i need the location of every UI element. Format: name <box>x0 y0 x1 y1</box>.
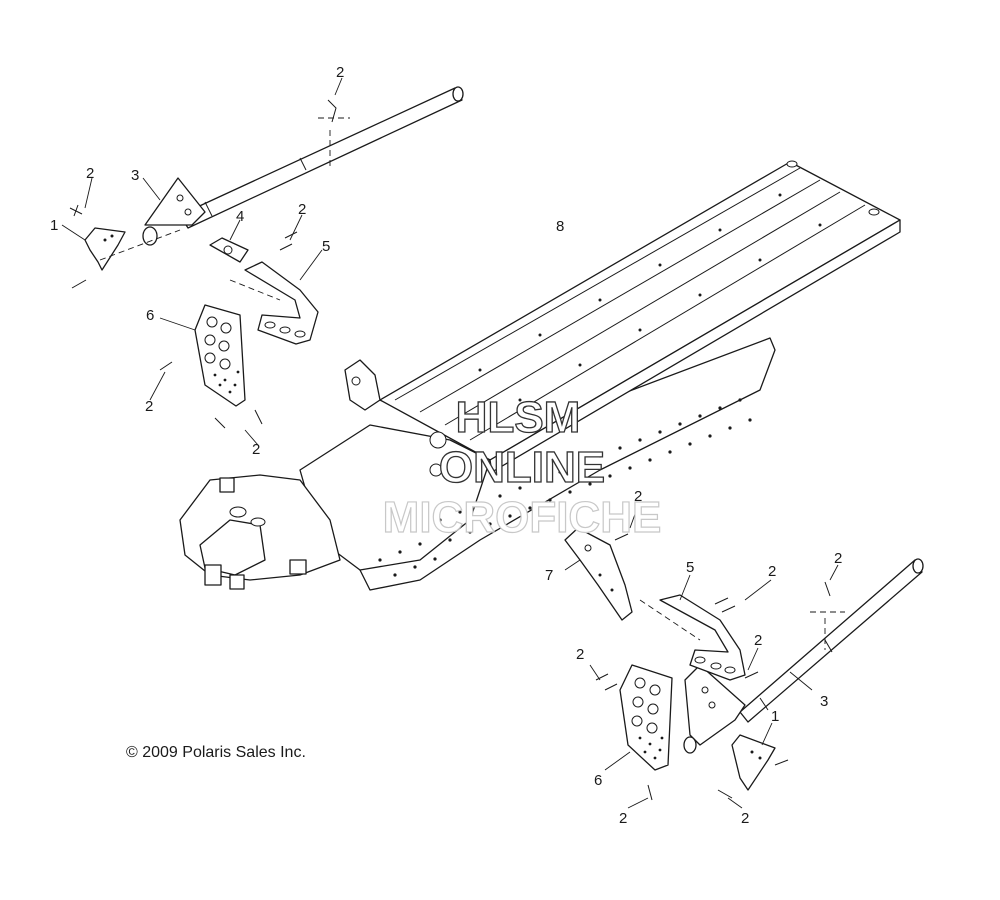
callout-2: 2 <box>145 398 153 415</box>
callout-2: 2 <box>336 64 344 81</box>
callout-labels: 2 2 3 1 4 2 5 6 2 2 8 2 7 5 2 2 2 2 3 1 … <box>50 64 842 827</box>
callout-2: 2 <box>298 201 306 218</box>
deck-rivets <box>478 193 822 402</box>
copyright-notice: © 2009 Polaris Sales Inc. <box>126 744 306 761</box>
callout-1: 1 <box>771 708 779 725</box>
watermark-line2: ONLINE <box>439 443 605 492</box>
callout-7: 7 <box>545 567 553 584</box>
callout-2: 2 <box>754 632 762 649</box>
tunnel-perforations <box>378 398 752 577</box>
callout-2: 2 <box>768 563 776 580</box>
callout-4: 4 <box>236 208 244 225</box>
callout-2: 2 <box>576 646 584 663</box>
callout-5: 5 <box>686 559 694 576</box>
callout-2: 2 <box>634 488 642 505</box>
callout-2: 2 <box>741 810 749 827</box>
callout-6: 6 <box>146 307 154 324</box>
callout-2: 2 <box>834 550 842 567</box>
callout-3: 3 <box>131 167 139 184</box>
callout-2: 2 <box>252 441 260 458</box>
top-left-assembly <box>61 77 464 446</box>
callout-6: 6 <box>594 772 602 789</box>
callout-5: 5 <box>322 238 330 255</box>
bottom-right-assembly <box>564 505 924 809</box>
chassis-tunnel <box>179 160 901 591</box>
callout-8: 8 <box>556 218 564 235</box>
callout-1: 1 <box>50 217 58 234</box>
watermark: HLSM ONLINE MICROFICHE <box>382 392 662 542</box>
watermark-line1: HLSM <box>456 393 581 442</box>
callout-2: 2 <box>619 810 627 827</box>
watermark-line3: MICROFICHE <box>383 493 662 542</box>
callout-2: 2 <box>86 165 94 182</box>
callout-3: 3 <box>820 693 828 710</box>
